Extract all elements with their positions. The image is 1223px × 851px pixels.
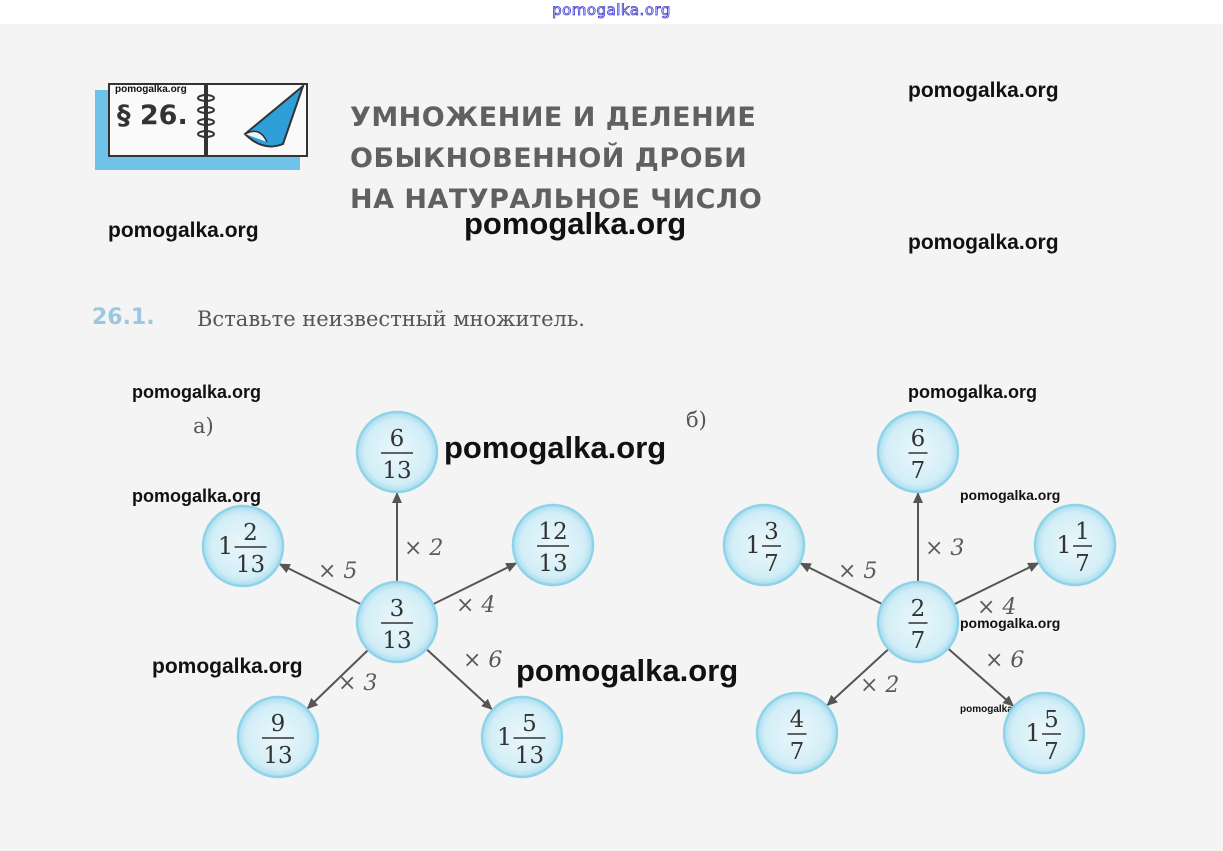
title-line-2: ОБЫКНОВЕННОЙ ДРОБИ	[350, 143, 748, 174]
result-fraction-denominator: 13	[263, 743, 292, 769]
watermark: pomogalka.org	[132, 486, 262, 506]
result-fraction-circle	[755, 691, 839, 775]
watermark: pomogalka.org	[908, 231, 1059, 254]
result-fraction-circle	[480, 695, 564, 779]
result-fraction-circle	[201, 504, 285, 588]
result-fraction-circle	[1002, 691, 1086, 775]
watermark: pomogalka.org	[108, 219, 259, 242]
result-fraction-denominator: 13	[236, 552, 265, 578]
section-emblem	[95, 82, 308, 170]
arrow	[433, 562, 518, 605]
result-fraction-denominator: 7	[764, 551, 779, 577]
multiplier-label: × 6	[985, 648, 1024, 673]
center-fraction-denominator: 13	[382, 628, 411, 654]
result-fraction-circle	[1033, 503, 1117, 587]
arrow	[799, 562, 882, 605]
watermark: pomogalka.org	[908, 79, 1059, 102]
multiplier-label: × 2	[404, 536, 443, 561]
center-fraction-circle	[355, 580, 439, 664]
watermark: pomogalka.org	[152, 655, 303, 678]
result-fraction-whole: 1	[497, 723, 512, 751]
center-fraction-circle	[876, 580, 960, 664]
result-fraction-circle	[355, 410, 439, 494]
title-line-1: УМНОЖЕНИЕ И ДЕЛЕНИЕ	[350, 102, 757, 133]
multiplier-label: × 5	[318, 559, 357, 584]
center-fraction-numerator: 3	[390, 596, 405, 622]
result-fraction-numerator: 4	[790, 707, 805, 733]
result-fraction-circle	[511, 503, 595, 587]
result-fraction-whole: 1	[1056, 531, 1071, 559]
result-fraction-numerator: 6	[911, 426, 926, 452]
result-fraction-denominator: 7	[911, 458, 926, 484]
multiplier-label: × 5	[838, 559, 877, 584]
site-header[interactable]: pomogalka.org	[552, 1, 671, 20]
result-fraction-denominator: 7	[1075, 551, 1090, 577]
arrow	[826, 648, 889, 707]
result-fraction-denominator: 13	[382, 458, 411, 484]
multiplier-label: × 6	[463, 648, 502, 673]
watermark: pomogalka.org	[115, 84, 187, 95]
multiplier-label: × 3	[925, 536, 964, 561]
watermark: pomogalka.org	[960, 487, 1061, 503]
watermark: pomogalka.org	[908, 382, 1038, 402]
watermark: pomogalka.org	[516, 653, 739, 688]
section-number: § 26.	[117, 100, 188, 131]
multiplier-label: × 2	[860, 673, 899, 698]
result-fraction-numerator: 2	[243, 520, 258, 546]
arrow	[426, 649, 493, 710]
result-fraction-numerator: 6	[390, 426, 405, 452]
result-fraction-denominator: 7	[790, 739, 805, 765]
watermark: pomogalka.org	[444, 430, 667, 465]
result-fraction-whole: 1	[1025, 719, 1040, 747]
exercise-instruction: Вставьте неизвестный множитель.	[197, 307, 585, 331]
result-fraction-circle	[236, 695, 320, 779]
center-fraction-denominator: 7	[911, 628, 926, 654]
watermark: pomogalka.org	[132, 382, 262, 402]
arrow	[306, 649, 369, 710]
watermark: pomogalka.org	[464, 206, 687, 241]
result-fraction-numerator: 12	[538, 519, 567, 545]
section-title: УМНОЖЕНИЕ И ДЕЛЕНИЕ ОБЫКНОВЕННОЙ ДРОБИ Н…	[350, 97, 820, 220]
result-fraction-numerator: 5	[1044, 707, 1059, 733]
result-fraction-denominator: 13	[515, 743, 544, 769]
part-a-label: а)	[193, 414, 214, 438]
arrow	[954, 562, 1040, 605]
multiplier-label: × 4	[977, 595, 1016, 620]
top-bar: pomogalka.org	[0, 0, 1223, 24]
result-fraction-denominator: 7	[1044, 739, 1059, 765]
exercise-number: 26.1.	[92, 305, 155, 330]
multiplier-label: × 4	[456, 593, 495, 618]
multiplier-label: × 3	[338, 671, 377, 696]
arrow	[278, 563, 361, 605]
part-b-label: б)	[686, 408, 707, 432]
result-fraction-circle	[876, 410, 960, 494]
result-fraction-numerator: 3	[764, 519, 779, 545]
result-fraction-whole: 1	[218, 532, 233, 560]
center-fraction-numerator: 2	[911, 596, 926, 622]
result-fraction-whole: 1	[745, 531, 760, 559]
arrow	[948, 648, 1014, 707]
watermark: pomogalka.org	[960, 704, 1032, 715]
result-fraction-numerator: 5	[522, 711, 537, 737]
result-fraction-denominator: 13	[538, 551, 567, 577]
title-line-3: НА НАТУРАЛЬНОЕ ЧИСЛО	[350, 184, 763, 215]
result-fraction-numerator: 9	[271, 711, 286, 737]
watermark: pomogalka.org	[960, 615, 1061, 631]
result-fraction-circle	[722, 503, 806, 587]
result-fraction-numerator: 1	[1075, 519, 1090, 545]
